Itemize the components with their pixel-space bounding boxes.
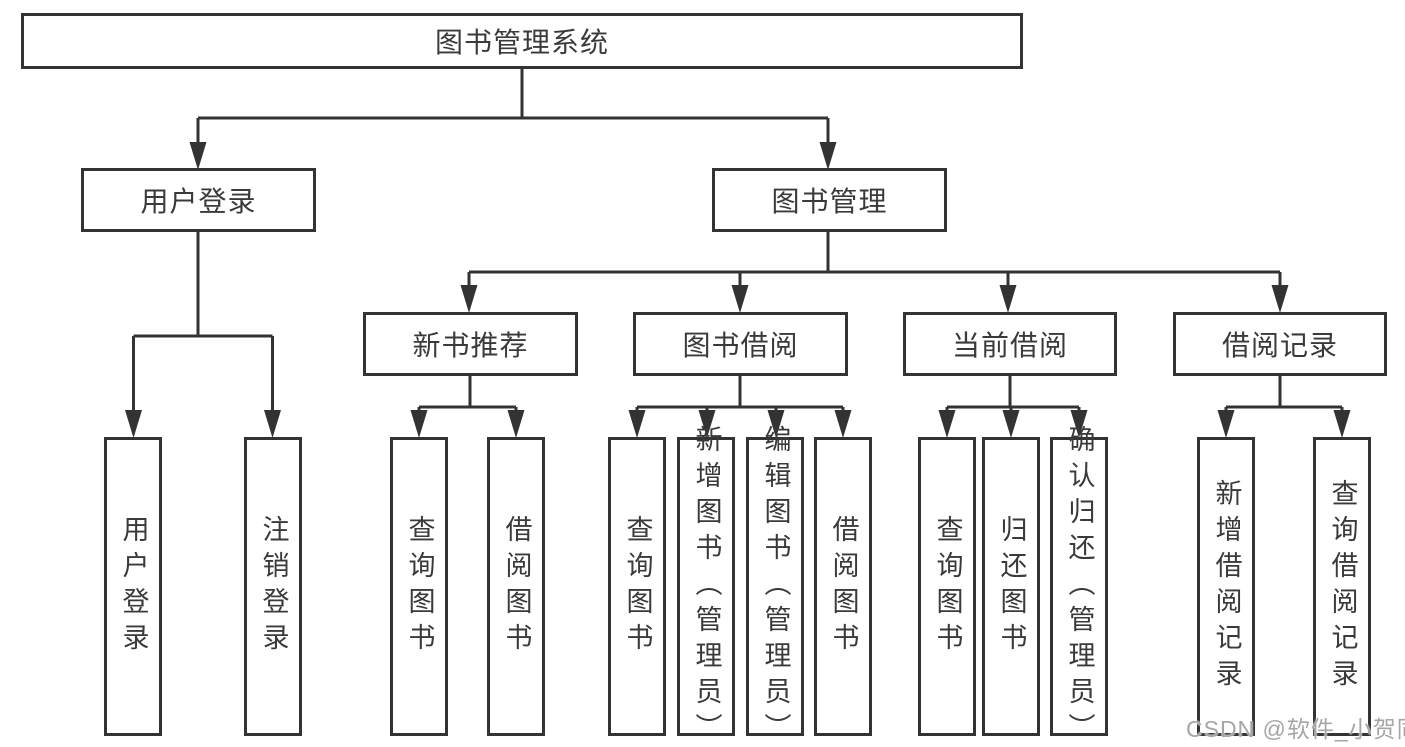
node-label: 借阅图书 bbox=[501, 514, 532, 659]
node-label: 查询借阅记录 bbox=[1327, 478, 1358, 695]
node-book-management: 图书管理 bbox=[712, 168, 947, 232]
node-label: 用户登录 bbox=[118, 514, 149, 659]
node-label: 图书管理系统 bbox=[434, 27, 609, 58]
leaf-user-login: 用户登录 bbox=[104, 437, 162, 736]
node-system-root: 图书管理系统 bbox=[21, 13, 1023, 69]
leaf-add-books-admin: 新增图书（管理员） bbox=[677, 425, 735, 747]
node-label: 查询图书 bbox=[622, 514, 653, 659]
leaf-confirm-return-admin: 确认归还（管理员） bbox=[1050, 425, 1108, 747]
node-label: 借阅图书 bbox=[828, 514, 859, 659]
leaf-query-borrow-record: 查询借阅记录 bbox=[1313, 437, 1371, 736]
arrowheads bbox=[125, 142, 1351, 438]
leaf-query-books-1: 查询图书 bbox=[390, 437, 448, 736]
leaf-query-books-3: 查询图书 bbox=[918, 437, 976, 736]
node-label: 图书管理 bbox=[771, 186, 888, 217]
node-label: 新书推荐 bbox=[412, 330, 529, 361]
node-label: 新增图书（管理员） bbox=[691, 424, 722, 747]
node-label: 编辑图书（管理员） bbox=[760, 424, 791, 747]
node-label: 用户登录 bbox=[140, 186, 257, 217]
leaf-logout: 注销登录 bbox=[244, 437, 302, 736]
leaf-return-books: 归还图书 bbox=[982, 437, 1040, 736]
node-borrowing-records: 借阅记录 bbox=[1173, 312, 1387, 376]
node-label: 查询图书 bbox=[932, 514, 963, 659]
csdn-watermark: CSDN @软件_小贺同学 bbox=[1186, 716, 1405, 742]
node-label: 查询图书 bbox=[404, 514, 435, 659]
node-label: 注销登录 bbox=[258, 514, 289, 659]
node-label: 图书借阅 bbox=[682, 330, 799, 361]
leaf-query-books-2: 查询图书 bbox=[608, 437, 666, 736]
node-label: 新增借阅记录 bbox=[1211, 478, 1242, 695]
node-label: 确认归还（管理员） bbox=[1064, 424, 1095, 747]
node-book-borrowing: 图书借阅 bbox=[633, 312, 848, 376]
leaf-borrow-books-1: 借阅图书 bbox=[487, 437, 545, 736]
node-label: 当前借阅 bbox=[951, 330, 1068, 361]
leaf-edit-books-admin: 编辑图书（管理员） bbox=[746, 425, 804, 747]
node-current-borrowing: 当前借阅 bbox=[903, 312, 1117, 376]
leaf-add-borrow-record: 新增借阅记录 bbox=[1197, 437, 1255, 736]
leaf-borrow-books-2: 借阅图书 bbox=[814, 437, 872, 736]
node-label: 归还图书 bbox=[996, 514, 1027, 659]
node-user-login: 用户登录 bbox=[81, 168, 316, 232]
node-label: 借阅记录 bbox=[1221, 330, 1338, 361]
node-new-book-recommend: 新书推荐 bbox=[363, 312, 578, 376]
